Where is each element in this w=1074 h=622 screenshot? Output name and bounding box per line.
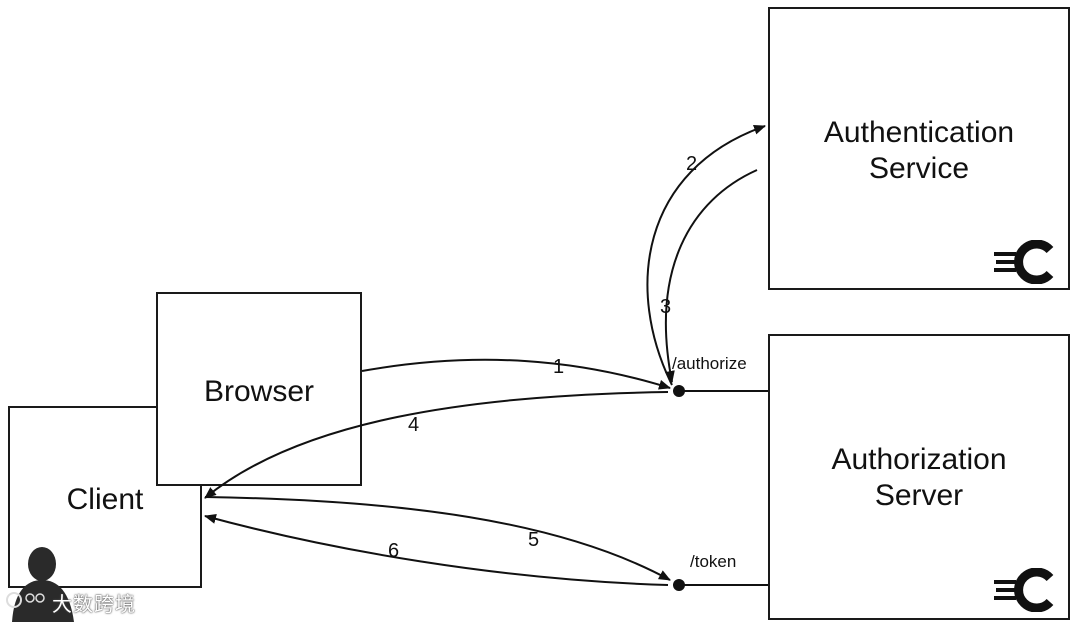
edge-4-label: 4 (408, 414, 419, 436)
edge-6-arrow (204, 514, 669, 586)
authorization-server-box: Authorization Server (768, 334, 1070, 620)
token-endpoint-label: /token (690, 552, 736, 571)
browser-box: Browser (156, 292, 362, 486)
authorization-server-label: Authorization Server (831, 443, 1007, 512)
c-logo-icon (994, 240, 1054, 284)
authorize-endpoint-dot (673, 385, 685, 397)
edge-4-arrow (204, 391, 669, 499)
edge-1-label: 1 (553, 356, 564, 378)
edge-2-label: 2 (686, 153, 697, 175)
person-silhouette-icon (6, 547, 74, 622)
edge-1-arrow (361, 358, 671, 390)
c-logo-icon (994, 568, 1054, 612)
edge-3-arrow (664, 169, 758, 383)
edge-5-arrow (204, 496, 671, 581)
client-label: Client (66, 483, 144, 516)
edge-3-label: 3 (660, 296, 671, 318)
browser-label: Browser (203, 375, 315, 408)
authorize-endpoint-label: /authorize (672, 354, 747, 373)
authentication-service-label: Authentication Service (823, 116, 1015, 185)
authentication-service-box: Authentication Service (768, 7, 1070, 290)
watermark-text: 大数跨境 (52, 592, 136, 616)
edge-5-label: 5 (528, 529, 539, 551)
edge-2-arrow (646, 124, 766, 386)
edge-6-label: 6 (388, 540, 399, 562)
token-endpoint-dot (673, 579, 685, 591)
